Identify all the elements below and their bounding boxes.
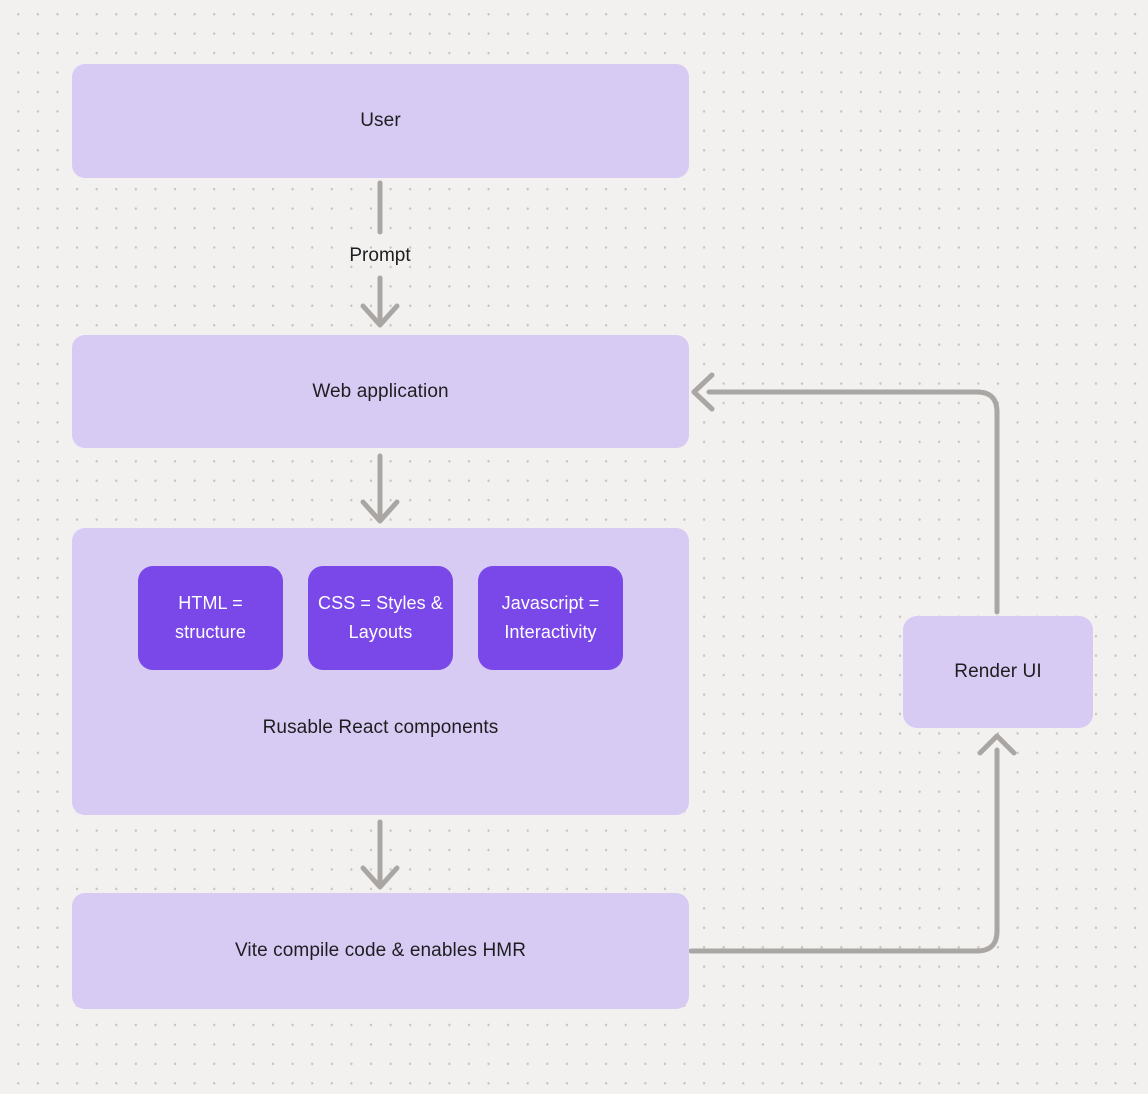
arrowhead-group-to-vite <box>360 865 400 890</box>
chip-javascript[interactable]: Javascript = Interactivity <box>478 566 623 670</box>
components-chips-row: HTML = structure CSS = Styles & Layouts … <box>138 566 623 670</box>
node-web-application[interactable]: Web application <box>72 335 689 448</box>
arrowhead-render-to-webapp <box>691 372 715 412</box>
arrow-render-to-webapp <box>706 389 1000 615</box>
node-render-ui-label: Render UI <box>954 661 1042 682</box>
node-render-ui[interactable]: Render UI <box>903 616 1093 728</box>
arrowhead-user-to-webapp <box>360 303 400 328</box>
chip-css-label: CSS = Styles & Layouts <box>318 593 443 642</box>
node-components-group[interactable]: HTML = structure CSS = Styles & Layouts … <box>72 528 689 815</box>
arrowhead-vite-to-render <box>977 733 1017 756</box>
chip-html-label: HTML = structure <box>175 593 246 642</box>
chip-javascript-label: Javascript = Interactivity <box>501 593 600 642</box>
node-user-label: User <box>360 110 401 131</box>
node-web-application-label: Web application <box>312 380 449 402</box>
chip-html[interactable]: HTML = structure <box>138 566 283 670</box>
node-vite[interactable]: Vite compile code & enables HMR <box>72 893 689 1009</box>
node-vite-label: Vite compile code & enables HMR <box>234 940 527 961</box>
chip-css[interactable]: CSS = Styles & Layouts <box>308 566 453 670</box>
edge-label-prompt[interactable]: Prompt <box>349 245 411 266</box>
node-user[interactable]: User <box>72 64 689 178</box>
arrowhead-webapp-to-group <box>360 499 400 524</box>
arrow-vite-to-render <box>688 747 1000 954</box>
components-group-caption: Rusable React components <box>262 717 499 738</box>
